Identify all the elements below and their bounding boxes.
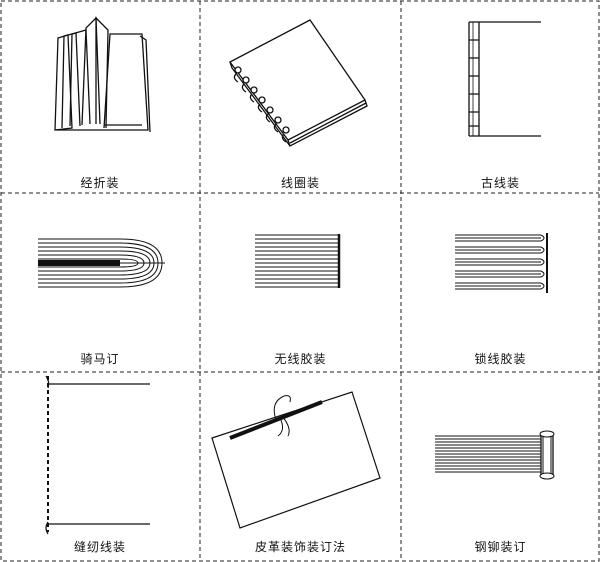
caption-sewn-perfect-binding: 锁线胶装 <box>474 352 527 366</box>
traditional-thread-binding-icon <box>468 21 541 137</box>
cell-accordion-fold: 经折装 <box>0 0 200 193</box>
caption-traditional-thread: 古线装 <box>480 176 520 190</box>
cell-sewing-thread: 缝纫线装 <box>0 372 200 562</box>
cell-steel-rivet: 钢铆装订 <box>401 372 600 562</box>
cell-saddle-stitch: 骑马订 <box>0 193 200 372</box>
accordion-fold-binding-icon <box>54 16 151 133</box>
cell-sewn-perfect-binding: 锁线胶装 <box>401 193 600 372</box>
caption-sewing-thread: 缝纫线装 <box>73 540 126 554</box>
cell-traditional-thread: 古线装 <box>401 0 600 193</box>
perfect-binding-icon <box>255 234 341 288</box>
caption-perfect-binding: 无线胶装 <box>274 352 327 366</box>
caption-steel-rivet: 钢铆装订 <box>474 540 527 554</box>
cell-coil: 线圈装 <box>200 0 401 193</box>
steel-rivet-binding-icon <box>435 430 555 480</box>
caption-leather-decorative: 皮革装饰装订法 <box>254 540 346 554</box>
coil-binding-icon <box>229 19 368 147</box>
sewing-thread-binding-icon <box>45 375 150 535</box>
sewn-perfect-binding-icon <box>455 233 548 293</box>
cell-perfect-binding: 无线胶装 <box>200 193 401 372</box>
caption-coil: 线圈装 <box>280 176 320 190</box>
caption-accordion-fold: 经折装 <box>80 176 120 190</box>
cell-leather-decorative: 皮革装饰装订法 <box>200 372 401 562</box>
leather-decorative-binding-icon <box>211 391 381 529</box>
caption-saddle-stitch: 骑马订 <box>80 352 120 366</box>
saddle-stitch-icon <box>38 238 165 288</box>
